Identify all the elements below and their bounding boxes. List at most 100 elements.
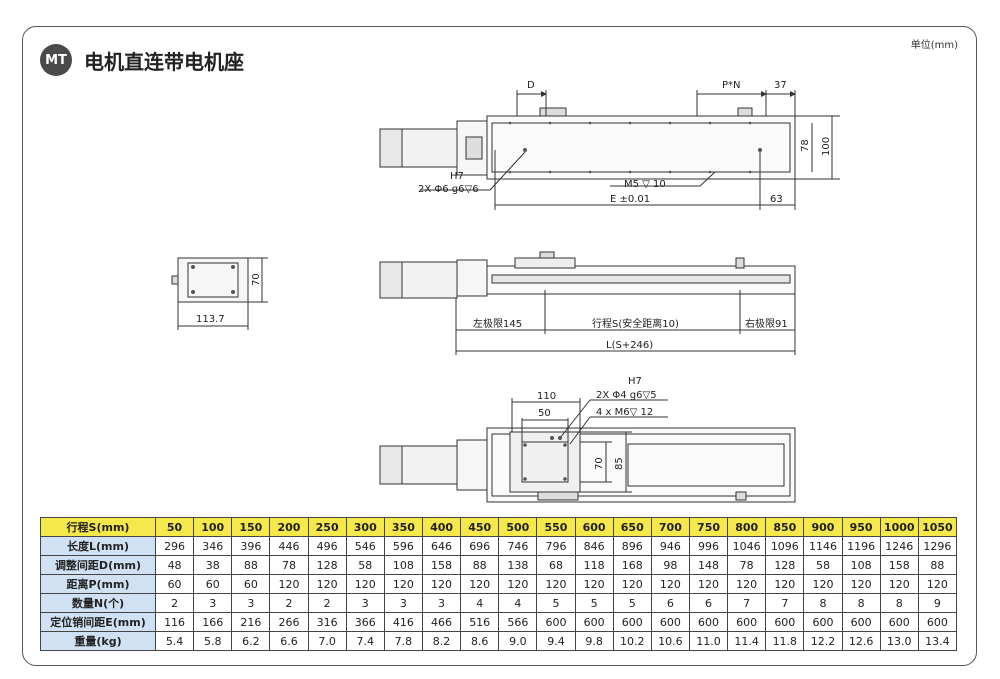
table-cell: 120 [498,574,538,594]
table-cell: 100 [193,517,233,537]
table-cell: 600 [574,517,614,537]
table-cell: 11.8 [765,631,805,651]
table-cell: 1146 [803,536,843,556]
table-cell: 1096 [765,536,805,556]
table-cell: 120 [688,574,729,594]
table-cell: 68 [536,555,576,575]
page-frame [22,26,977,666]
table-cell: 60 [231,574,271,594]
table-cell: 120 [269,574,309,594]
table-cell: 2 [269,593,309,613]
table-cell: 108 [383,555,423,575]
table-cell: 78 [269,555,309,575]
top-view-holes [508,121,762,174]
table-cell: 120 [917,574,958,594]
table-cell: 3 [383,593,423,613]
table-cell: 120 [307,574,347,594]
table-cell: 128 [307,555,347,575]
table-cell: 5 [612,593,652,613]
end-dim-70-label: 70 [251,273,262,286]
table-cell: 88 [460,555,500,575]
table-cell: 296 [154,536,195,556]
table-cell: 7 [765,593,805,613]
table-cell: 150 [231,517,271,537]
row-label: 长度L(mm) [40,536,156,556]
table-cell: 446 [269,536,309,556]
table-cell: 148 [688,555,729,575]
table-cell: 5.8 [193,631,233,651]
page-title: 电机直连带电机座 [84,50,244,74]
table-cell: 600 [612,612,652,632]
table-cell: 4 [498,593,538,613]
table-cell: 600 [650,612,690,632]
end-dim-113-label: 113.7 [196,314,225,325]
row-label: 定位销间距E(mm) [40,612,156,632]
table-cell: 120 [727,574,767,594]
table-cell: 1196 [841,536,881,556]
slider-dim-50-label: 50 [538,408,551,419]
table-cell: 596 [383,536,423,556]
table-cell: 316 [307,612,347,632]
table-cell: 6.2 [231,631,271,651]
table-cell: 600 [727,612,767,632]
table-cell: 496 [307,536,347,556]
table-cell: 750 [688,517,729,537]
table-cell: 98 [650,555,690,575]
dim-37-label: 37 [774,80,787,91]
table-cell: 850 [765,517,805,537]
table-cell: 8.6 [460,631,500,651]
row-label: 数量N(个) [40,593,156,613]
unit-label: 单位(mm) [910,40,958,51]
table-cell: 3 [421,593,462,613]
table-cell: 1050 [917,517,958,537]
m5-label: M5 ▽ 10 [624,179,666,190]
table-cell: 450 [460,517,500,537]
table-cell: 116 [154,612,195,632]
dim-78-label: 78 [800,139,811,152]
table-cell: 78 [727,555,767,575]
table-cell: 516 [460,612,500,632]
table-cell: 6.6 [269,631,309,651]
table-cell: 120 [841,574,881,594]
table-cell: 646 [421,536,462,556]
table-cell: 900 [803,517,843,537]
table-cell: 9 [917,593,958,613]
table-cell: 600 [917,612,958,632]
table-cell: 600 [765,612,805,632]
table-cell: 600 [841,612,881,632]
table-cell: 11.0 [688,631,729,651]
table-cell: 600 [536,612,576,632]
table-cell: 600 [574,612,614,632]
table-cell: 138 [498,555,538,575]
table-cell: 9.8 [574,631,614,651]
table-cell: 7.4 [345,631,385,651]
table-cell: 120 [383,574,423,594]
table-cell: 266 [269,612,309,632]
table-cell: 7.8 [383,631,423,651]
table-cell: 9.0 [498,631,538,651]
table-cell: 120 [879,574,919,594]
slider-dim-85-label: 85 [614,457,625,470]
table-cell: 1296 [917,536,958,556]
slider-m6-label: 4 x M6▽ 12 [596,407,653,418]
table-cell: 600 [803,612,843,632]
table-cell: 11.4 [727,631,767,651]
table-cell: 168 [612,555,652,575]
slider-h7-label: H7 [628,376,642,387]
table-cell: 120 [460,574,500,594]
table-cell: 200 [269,517,309,537]
table-cell: 1046 [727,536,767,556]
table-cell: 158 [421,555,462,575]
table-cell: 950 [841,517,881,537]
table-cell: 60 [193,574,233,594]
table-cell: 6 [688,593,729,613]
table-cell: 12.6 [841,631,881,651]
total-length-label: L(S+246) [606,340,653,351]
table-cell: 350 [383,517,423,537]
row-label: 距离P(mm) [40,574,156,594]
